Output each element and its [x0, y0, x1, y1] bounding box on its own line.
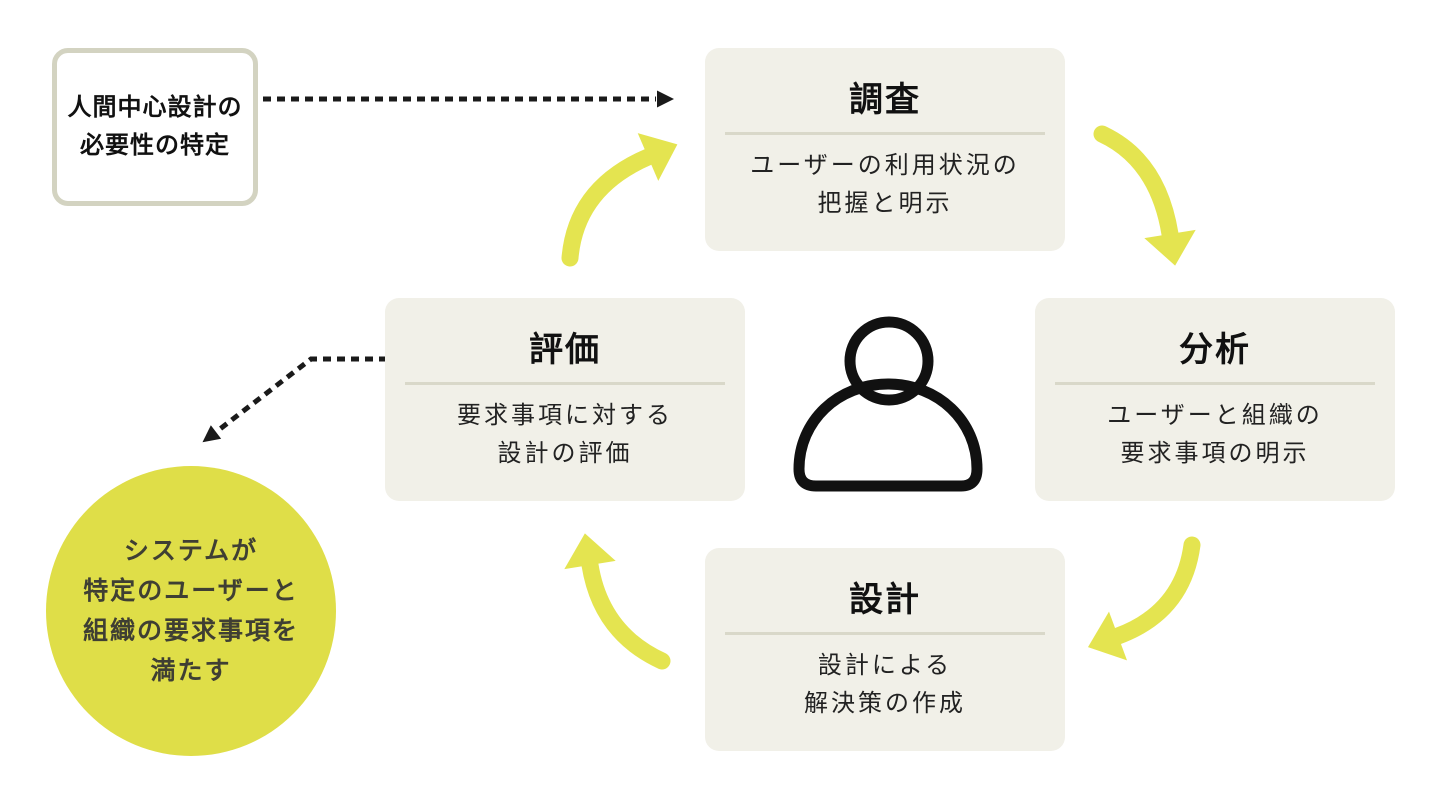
stage-desc-line: 解決策の作成: [804, 690, 966, 717]
goal-circle-line3: 組織の要求事項を: [82, 617, 299, 645]
start-box-line2: 必要性の特定: [80, 132, 230, 159]
stage-desc-line: 把握と明示: [817, 190, 953, 217]
stage-divider: [725, 632, 1045, 635]
stage-desc-line: 要求事項の明示: [1120, 440, 1310, 467]
stage-desc-analysis: ユーザーと組織の 要求事項の明示: [1107, 397, 1323, 473]
stage-box-research: 調査 ユーザーの利用状況の 把握と明示: [705, 48, 1065, 251]
stage-title-design: 設計: [849, 581, 921, 619]
stage-divider: [725, 132, 1045, 135]
start-box: 人間中心設計の 必要性の特定: [52, 48, 258, 206]
dashed-arrow-evaluation-to-goal-icon: [202, 356, 387, 443]
cycle-arrow-evaluation-to-research-icon: [561, 133, 678, 267]
stage-title-evaluation: 評価: [529, 331, 601, 369]
stage-desc-design: 設計による 解決策の作成: [804, 647, 966, 723]
stage-desc-line: 設計による: [817, 652, 953, 679]
cycle-arrow-analysis-to-design-icon: [1087, 536, 1201, 661]
dashed-arrow-start-to-research-icon: [263, 90, 674, 108]
person-icon: [793, 316, 983, 492]
cycle-arrow-design-to-evaluation-icon: [564, 533, 671, 670]
stage-box-analysis: 分析 ユーザーと組織の 要求事項の明示: [1035, 298, 1395, 501]
start-box-line1: 人間中心設計の: [67, 94, 243, 121]
stage-desc-evaluation: 要求事項に対する 設計の評価: [457, 397, 673, 473]
stage-desc-line: ユーザーの利用状況の: [750, 152, 1020, 179]
stage-divider: [405, 382, 725, 385]
stage-desc-research: ユーザーの利用状況の 把握と明示: [750, 147, 1020, 223]
stage-box-evaluation: 評価 要求事項に対する 設計の評価: [385, 298, 745, 501]
stage-divider: [1055, 382, 1375, 385]
goal-circle: システムが 特定のユーザーと 組織の要求事項を 満たす: [46, 466, 336, 756]
stage-title-analysis: 分析: [1179, 331, 1251, 369]
stage-desc-line: 設計の評価: [497, 440, 633, 467]
stage-title-research: 調査: [849, 81, 921, 119]
stage-desc-line: ユーザーと組織の: [1107, 402, 1323, 429]
goal-circle-line4: 満たす: [150, 657, 232, 685]
goal-circle-line2: 特定のユーザーと: [83, 577, 299, 605]
stage-box-design: 設計 設計による 解決策の作成: [705, 548, 1065, 751]
goal-circle-line1: システムが: [123, 537, 259, 565]
stage-desc-line: 要求事項に対する: [457, 402, 673, 429]
cycle-arrow-research-to-analysis-icon: [1093, 125, 1196, 266]
